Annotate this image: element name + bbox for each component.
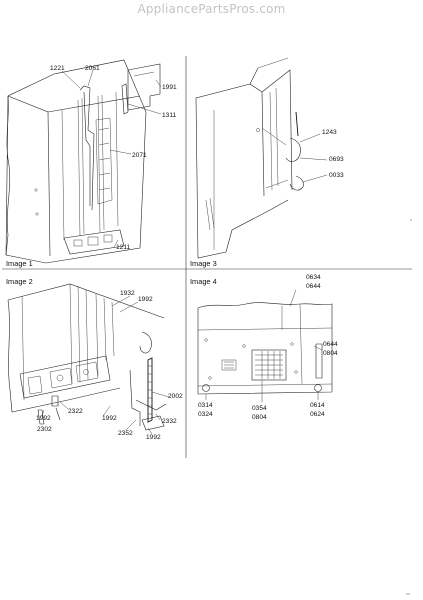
caption-image-4: Image 4	[190, 277, 217, 286]
caption-image-2: Image 2	[6, 277, 33, 286]
callout-1221: 1221	[50, 65, 65, 72]
callout-0314: 0314	[198, 402, 213, 409]
image-3-illustration: 1243 0693 0033	[195, 57, 344, 259]
callout-1211: 1211	[116, 244, 131, 251]
callout-0354: 0354	[252, 405, 267, 412]
caption-image-1: Image 1	[6, 259, 33, 268]
callout-2061: 2061	[85, 65, 100, 72]
callout-0033: 0033	[329, 172, 344, 179]
callout-2302: 2302	[37, 426, 52, 433]
callout-1992-c: 1992	[102, 415, 117, 422]
callout-0804-a: 0804	[323, 350, 338, 357]
image-1-illustration: 1221 2061 1991 1311 2071 1211	[5, 59, 177, 264]
callout-0624: 0624	[310, 411, 325, 418]
callout-1243: 1243	[322, 129, 337, 136]
callout-0324: 0324	[198, 411, 213, 418]
callout-0804-b: 0804	[252, 414, 267, 421]
callout-2322: 2322	[68, 408, 83, 415]
callout-2071: 2071	[132, 152, 147, 159]
callout-1932: 1932	[120, 290, 135, 297]
callout-1992-d: 1992	[146, 434, 161, 441]
callout-0644-b: 0644	[323, 341, 338, 348]
callout-0644-a: 0644	[306, 283, 321, 290]
image-2-illustration: Image 2 193	[6, 277, 183, 441]
callout-1311: 1311	[162, 112, 177, 119]
callout-2002: 2002	[168, 393, 183, 400]
callout-1991: 1991	[162, 84, 177, 91]
callout-1992-b: 1992	[36, 415, 51, 422]
callout-0693: 0693	[329, 156, 344, 163]
callout-1992-a: 1992	[138, 296, 153, 303]
callout-2352: 2352	[118, 430, 133, 437]
callout-0634: 0634	[306, 274, 321, 281]
image-4-illustration: Image 4 0634 0644 0644 0804	[190, 274, 338, 421]
callout-0614: 0614	[310, 402, 325, 409]
watermark: AppliancePartsPros.com	[137, 2, 286, 16]
caption-image-3: Image 3	[190, 259, 217, 268]
callout-2332: 2332	[162, 418, 177, 425]
